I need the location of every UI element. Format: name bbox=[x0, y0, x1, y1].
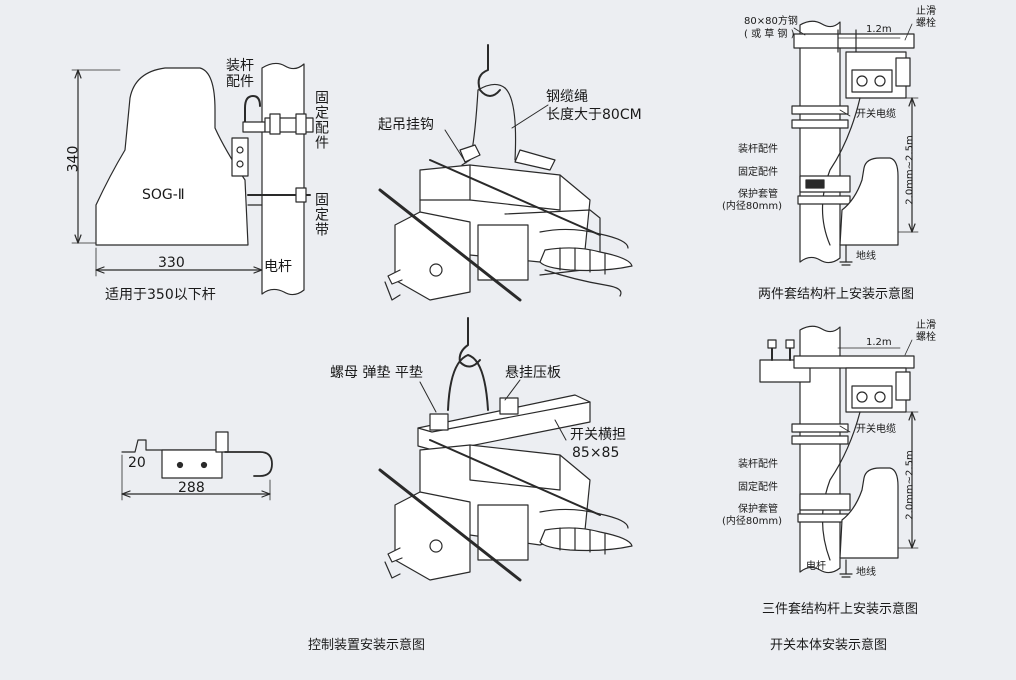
switch-install-caption: 开关本体安装示意图 bbox=[770, 638, 888, 653]
two-sleeve-dia-label: (内径80mm) bbox=[722, 201, 783, 212]
seat-width-label: 330 bbox=[158, 255, 185, 271]
two-steel-alt-label: ( 或 草 钢 ) bbox=[744, 29, 795, 40]
bracket-small-dim: 20 bbox=[128, 455, 146, 471]
three-pole-fitting-label: 装杆配件 bbox=[738, 459, 778, 470]
seat-pole-label: 电杆 bbox=[264, 259, 292, 275]
three-distance-label: 1.2m bbox=[866, 337, 892, 348]
two-sleeve-label: 保护套管 bbox=[738, 189, 778, 200]
two-antislip-label: 止滑螺栓 bbox=[916, 6, 936, 29]
three-ground-label: 地线 bbox=[856, 567, 876, 578]
two-steel-label: 80×80方钢 bbox=[744, 16, 798, 27]
control-seat-drawing bbox=[71, 62, 314, 296]
three-fixing-fitting-label: 固定配件 bbox=[738, 482, 778, 493]
bracket-drawing bbox=[121, 431, 273, 501]
control-install-caption: 控制装置安装示意图 bbox=[308, 638, 426, 653]
lifting-hook-label: 起吊挂钩 bbox=[378, 117, 434, 133]
crossarm-switch-drawing bbox=[378, 317, 633, 582]
three-antislip-label: 止滑螺栓 bbox=[916, 320, 936, 343]
seat-fixing-band-label: 固定带 bbox=[313, 192, 329, 237]
two-piece-pole-drawing bbox=[791, 20, 919, 266]
switch-arm-label: 开关横担 bbox=[570, 427, 626, 443]
nut-washer-label: 螺母 弹垫 平垫 bbox=[330, 365, 423, 381]
two-distance-label: 1.2m bbox=[866, 24, 892, 35]
two-pole-fitting-label: 装杆配件 bbox=[738, 144, 778, 155]
cable-label: 钢缆绳 bbox=[546, 89, 588, 105]
bracket-length-dim: 288 bbox=[178, 480, 205, 496]
seat-note: 适用于350以下杆 bbox=[105, 287, 216, 303]
three-pole-label: 电杆 bbox=[806, 561, 826, 572]
two-height-label: 2.0mm~2.5m bbox=[904, 135, 916, 205]
seat-height-label: 340 bbox=[65, 145, 82, 173]
three-sleeve-label: 保护套管 bbox=[738, 504, 778, 515]
three-piece-caption: 三件套结构杆上安装示意图 bbox=[762, 602, 919, 617]
hang-plate-label: 悬挂压板 bbox=[505, 365, 561, 381]
two-ground-label: 地线 bbox=[856, 251, 876, 262]
seat-fixing-fitting-label: 固定配件 bbox=[313, 90, 329, 150]
two-switch-cable-label: 开关电缆 bbox=[856, 109, 896, 120]
switch-arm-size-label: 85×85 bbox=[572, 445, 620, 461]
seat-pole-fitting-label: 装杆配件 bbox=[226, 58, 254, 90]
three-sleeve-dia-label: (内径80mm) bbox=[722, 516, 783, 527]
two-fixing-fitting-label: 固定配件 bbox=[738, 167, 778, 178]
cable-length-label: 长度大于80CM bbox=[546, 107, 642, 123]
lifting-switch-drawing bbox=[378, 44, 633, 302]
three-piece-pole-drawing bbox=[759, 325, 919, 578]
two-piece-caption: 两件套结构杆上安装示意图 bbox=[758, 287, 915, 302]
three-height-label: 2.0mm~2.5m bbox=[904, 450, 916, 520]
three-switch-cable-label: 开关电缆 bbox=[856, 424, 896, 435]
seat-model-label: SOG-Ⅱ bbox=[142, 187, 185, 203]
